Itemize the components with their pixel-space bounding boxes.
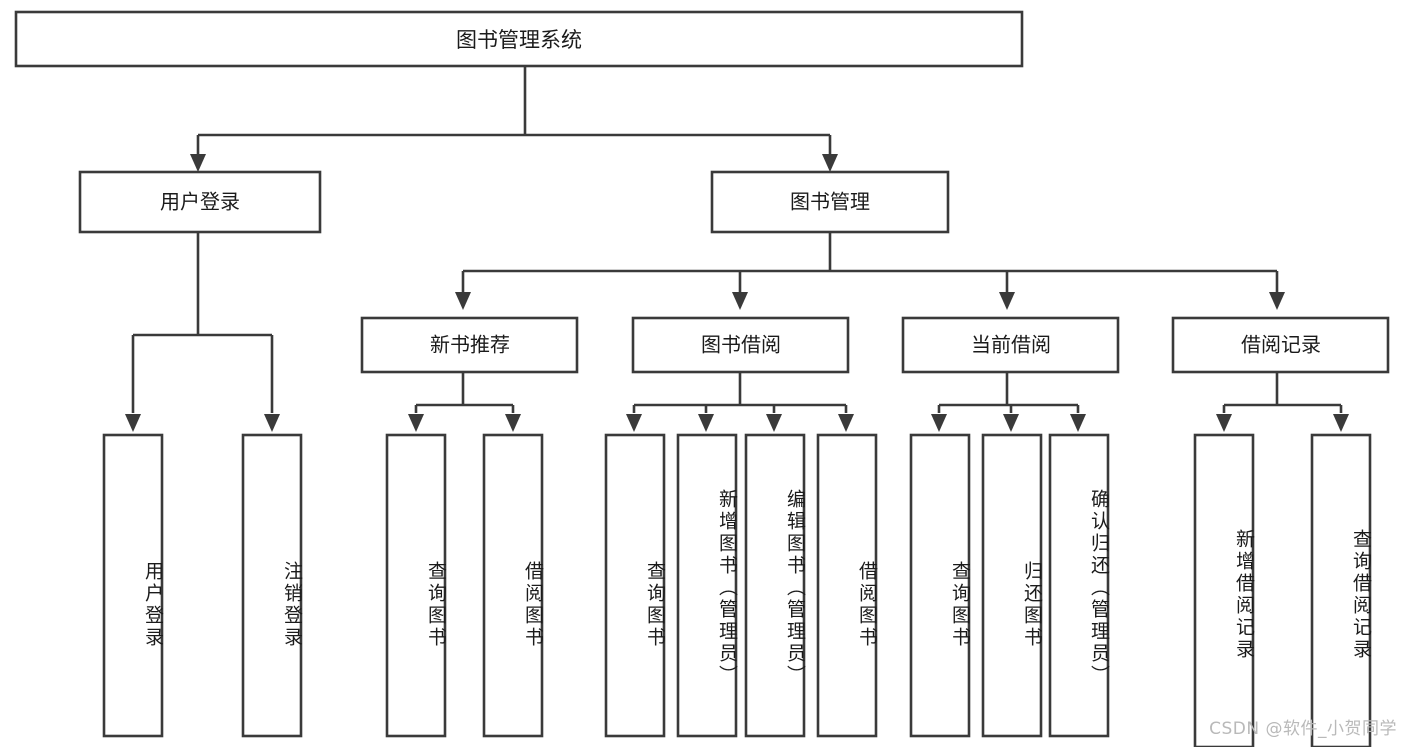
arrow-to-leaf-borrow-book-2	[838, 414, 854, 432]
node-user-login[interactable]	[78, 170, 322, 234]
arrow-to-leaf-query-book-3	[931, 414, 947, 432]
node-leaf-return-book[interactable]	[981, 433, 1043, 738]
node-leaf-confirm-return[interactable]	[1048, 433, 1110, 738]
node-current-borrow[interactable]	[901, 316, 1120, 374]
arrow-to-leaf-edit-book	[766, 414, 782, 432]
arrow-to-leaf-query-book-1	[408, 414, 424, 432]
node-leaf-borrow-book-2[interactable]	[816, 433, 878, 738]
arrow-to-leaf-add-book	[698, 414, 714, 432]
arrow-to-book-manage	[822, 154, 838, 172]
node-leaf-borrow-book-1[interactable]	[482, 433, 544, 738]
node-book-manage-label: 图书管理	[790, 190, 870, 214]
arrow-to-leaf-borrow-book-1	[505, 414, 521, 432]
node-leaf-query-record[interactable]	[1310, 433, 1372, 747]
arrow-to-leaf-add-record	[1216, 414, 1232, 432]
nodes-group: 图书管理系统 用户登录 图书管理 新书推荐 图书借阅 当前借阅 借阅记录	[14, 10, 1390, 747]
node-leaf-logout[interactable]	[241, 433, 303, 738]
arrow-to-leaf-confirm-return	[1070, 414, 1086, 432]
node-root-label: 图书管理系统	[456, 28, 582, 52]
arrow-to-leaf-query-book-2	[626, 414, 642, 432]
arrow-to-current-borrow	[999, 292, 1015, 310]
arrow-to-borrow-record	[1269, 292, 1285, 310]
node-new-book-recommend-label: 新书推荐	[430, 333, 510, 357]
arrow-to-new-book-recommend	[455, 292, 471, 310]
connectors-group	[131, 66, 1343, 413]
arrow-to-leaf-query-record	[1333, 414, 1349, 432]
arrow-to-leaf-return-book	[1003, 414, 1019, 432]
node-book-manage[interactable]	[710, 170, 950, 234]
arrow-to-user-login	[190, 154, 206, 172]
arrow-to-book-borrow	[732, 292, 748, 310]
node-borrow-record[interactable]	[1171, 316, 1390, 374]
node-book-borrow[interactable]	[631, 316, 850, 374]
node-borrow-record-label: 借阅记录	[1241, 333, 1321, 357]
node-leaf-add-book[interactable]	[676, 433, 738, 738]
arrow-to-leaf-user-login	[125, 414, 141, 432]
csdn-watermark: CSDN @软件_小贺同学	[1209, 719, 1397, 739]
node-root[interactable]	[14, 10, 1024, 68]
node-leaf-add-record[interactable]	[1193, 433, 1255, 747]
node-leaf-query-book-2[interactable]	[604, 433, 666, 738]
node-leaf-edit-book[interactable]	[744, 433, 806, 738]
node-leaf-query-book-3[interactable]	[909, 433, 971, 738]
arrow-to-leaf-logout	[264, 414, 280, 432]
node-user-login-label: 用户登录	[160, 190, 240, 214]
node-new-book-recommend[interactable]	[360, 316, 579, 374]
node-leaf-user-login[interactable]	[102, 433, 164, 738]
node-current-borrow-label: 当前借阅	[971, 333, 1051, 357]
node-leaf-query-book-1[interactable]	[385, 433, 447, 738]
node-book-borrow-label: 图书借阅	[701, 333, 781, 357]
